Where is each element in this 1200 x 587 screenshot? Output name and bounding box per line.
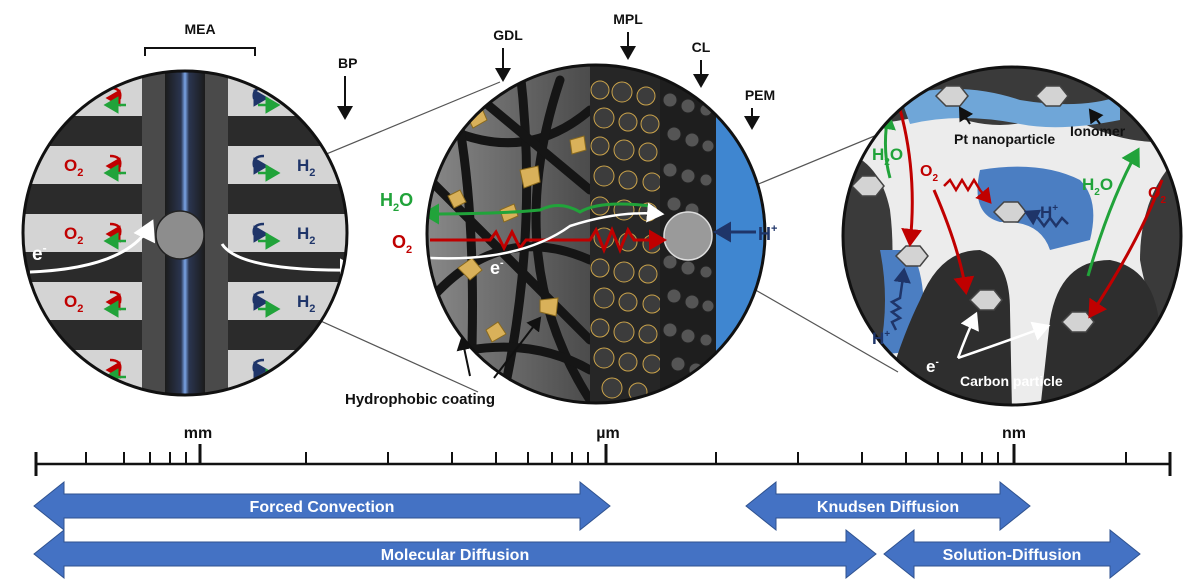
length-scale-axis: mm µm nm <box>34 425 1172 476</box>
cl-label: CL <box>692 39 711 55</box>
oxygen-label-nm-a: O2 <box>920 163 938 184</box>
coating-pointer-b <box>493 316 542 379</box>
oxygen-path <box>430 225 667 255</box>
panel-mm-scale: O2 O2 O2 H2 H2 H2 e- MEA BP <box>21 21 357 397</box>
knudsen-diffusion-arrow: Knudsen Diffusion <box>745 480 1031 532</box>
panel-nm-scale: Pt nanoparticle Ionomer H2O H2O O2 O2 H+… <box>841 65 1183 407</box>
forced-convection-label: Forced Convection <box>250 499 395 516</box>
ionomer-middle <box>977 166 1094 250</box>
electron-label-mid: e- <box>490 257 504 278</box>
o2-label-2: O2 <box>64 224 83 247</box>
pt-pointer <box>958 106 974 125</box>
oxygen-path-nm-a <box>896 101 923 247</box>
zoom-spot-cl <box>663 211 713 261</box>
electron-path-mid <box>429 202 665 260</box>
pt-nanoparticles <box>850 85 1095 333</box>
o2-label-1: O2 <box>64 156 83 179</box>
scale-label-nm: nm <box>1002 425 1026 442</box>
mea-bracket <box>144 47 256 56</box>
pt-nanoparticle-label: Pt nanoparticle <box>954 131 1055 147</box>
oxygen-zigzag-nm <box>943 177 992 204</box>
proton-path-nm-b <box>889 267 911 331</box>
channel-arrows <box>103 86 281 386</box>
o2-label-3: O2 <box>64 292 83 315</box>
molecular-diffusion-arrow: Molecular Diffusion <box>33 528 877 580</box>
coating-pointer-a <box>456 336 473 377</box>
mpl-label: MPL <box>613 11 643 27</box>
scale-label-mm: mm <box>184 425 212 442</box>
bp-label: BP <box>338 55 357 71</box>
zoom-spot <box>155 210 205 260</box>
oxygen-path-nm-c <box>1088 179 1164 319</box>
oxygen-path-nm-b <box>932 189 975 295</box>
proton-label-mid: H+ <box>758 223 777 244</box>
pem-label: PEM <box>745 87 775 103</box>
electron-label-mm: e- <box>32 241 47 265</box>
scale-label-um: µm <box>596 425 619 442</box>
water-path-nm-right <box>1086 147 1140 277</box>
cl-particles <box>662 92 715 378</box>
solution-diffusion-arrow: Solution-Diffusion <box>883 528 1141 580</box>
h2-label-1: H2 <box>297 156 315 179</box>
electron-label-nm: e- <box>926 357 939 376</box>
electron-path-left <box>29 219 156 274</box>
carbon-particle-label: Carbon particle <box>960 373 1063 389</box>
mea-label: MEA <box>184 21 215 37</box>
oxygen-label-nm-b: O2 <box>1148 185 1166 206</box>
hydrophobic-coating-label: Hydrophobic coating <box>345 391 495 408</box>
ionomer-label: Ionomer <box>1070 123 1126 139</box>
electron-path-nm-b <box>957 321 1051 360</box>
oxygen-label-mid: O2 <box>392 232 412 256</box>
water-label-nm-a: H2O <box>872 145 903 168</box>
panel-um-border <box>425 63 767 405</box>
water-label-nm-b: H2O <box>1082 175 1113 198</box>
electron-path-nm <box>956 311 979 359</box>
scale-major-ticks <box>198 444 1016 464</box>
h2-label-3: H2 <box>297 292 315 315</box>
panel-um-scale: H2O O2 e- H+ GDL MPL CL PEM Hydrophobic … <box>345 11 777 408</box>
water-label-mid: H2O <box>380 190 413 214</box>
scale-minor-ticks <box>85 452 1127 464</box>
electron-path-right <box>220 243 347 283</box>
proton-label-nm-a: H+ <box>1040 203 1058 222</box>
proton-path-nm-a <box>1023 209 1069 229</box>
mpl-particles <box>590 80 662 402</box>
mechanism-arrows: Forced Convection Knudsen Diffusion Mole… <box>33 480 1141 580</box>
water-path <box>427 202 651 225</box>
panel-nm-border <box>841 65 1183 407</box>
proton-label-nm-b: H+ <box>872 329 890 348</box>
molecular-diffusion-label: Molecular Diffusion <box>381 547 529 564</box>
panel-mm-border <box>21 69 349 397</box>
gdl-label: GDL <box>493 27 523 43</box>
forced-convection-arrow: Forced Convection <box>33 480 611 532</box>
h2-label-2: H2 <box>297 224 315 247</box>
ionomer-pointer <box>1088 108 1104 125</box>
knudsen-diffusion-label: Knudsen Diffusion <box>817 499 959 516</box>
solution-diffusion-label: Solution-Diffusion <box>943 547 1082 564</box>
